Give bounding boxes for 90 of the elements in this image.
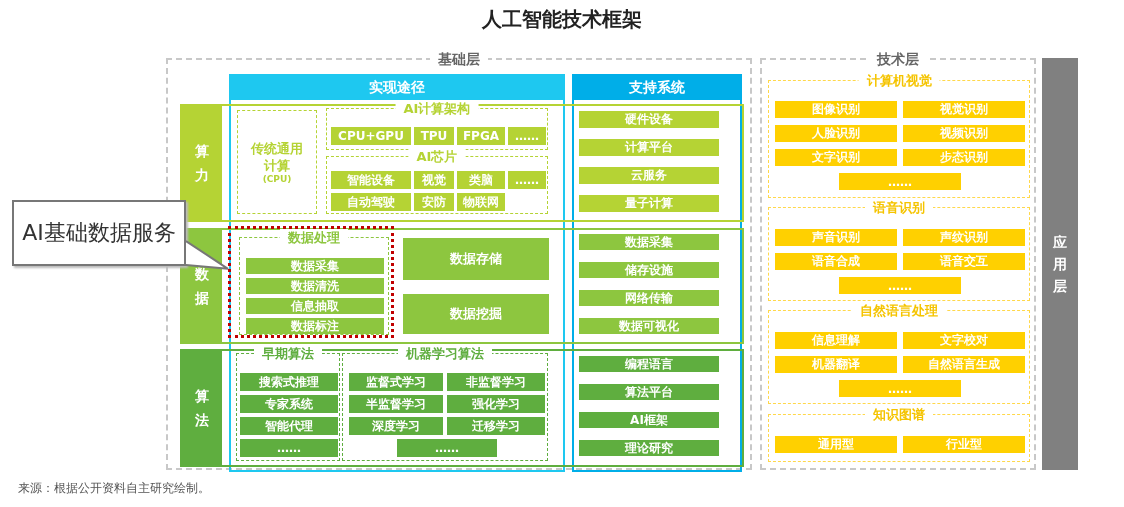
- item-box: 非监督学习: [447, 373, 545, 391]
- group-title: AI芯片: [408, 148, 466, 166]
- item-box: 语音交互: [903, 253, 1025, 270]
- item-box: 文字校对: [903, 332, 1025, 349]
- item-box: ……: [240, 439, 338, 457]
- item-box: 专家系统: [240, 395, 338, 413]
- item-box: 理论研究: [579, 440, 719, 456]
- item-box: CPU+GPU: [331, 127, 411, 145]
- item-box: 数据可视化: [579, 318, 719, 334]
- item-box: 量子计算: [579, 195, 719, 212]
- item-box: ……: [508, 127, 546, 145]
- item-box: 数据采集: [246, 258, 384, 274]
- group-title: 机器学习算法: [398, 345, 492, 363]
- diagram-title: 人工智能技术框架: [481, 6, 643, 33]
- item-box: 机器翻译: [775, 356, 897, 373]
- item-box: 图像识别: [775, 101, 897, 118]
- item-box: 文字识别: [775, 149, 897, 166]
- item-box: 储存设施: [579, 262, 719, 278]
- item-box: 网络传输: [579, 290, 719, 306]
- row-band-frame: [180, 104, 744, 222]
- item-box: 视频识别: [903, 125, 1025, 142]
- item-box: 监督式学习: [349, 373, 443, 391]
- item-box: 编程语言: [579, 356, 719, 372]
- item-box: 数据清洗: [246, 278, 384, 294]
- layer-title: 基础层: [430, 51, 488, 69]
- item-box: 数据采集: [579, 234, 719, 250]
- column-header: 实现途径: [231, 76, 563, 100]
- item-box: AI框架: [579, 412, 719, 428]
- source-note: 来源：根据公开资料自主研究绘制。: [18, 480, 210, 497]
- group-note: (CPU): [262, 174, 292, 184]
- item-box: 数据标注: [246, 318, 384, 334]
- item-box: 信息抽取: [246, 298, 384, 314]
- item-box: 搜索式推理: [240, 373, 338, 391]
- item-box: 行业型: [903, 436, 1025, 453]
- group-title: 早期算法: [254, 345, 322, 363]
- item-box: 算法平台: [579, 384, 719, 400]
- dashed-group-frame: [237, 110, 317, 214]
- item-box: 智能设备: [331, 171, 411, 189]
- item-box: 迁移学习: [447, 417, 545, 435]
- item-box: 数据存储: [403, 238, 549, 280]
- item-box: 数据挖掘: [403, 294, 549, 334]
- item-box: 计算平台: [579, 139, 719, 156]
- item-box: 自然语言生成: [903, 356, 1025, 373]
- group-title: 语音识别: [865, 199, 933, 217]
- item-box: ……: [839, 173, 961, 190]
- item-box: 深度学习: [349, 417, 443, 435]
- group-title: 自然语言处理: [852, 302, 946, 320]
- item-box: 通用型: [775, 436, 897, 453]
- layer-bar: 应用层: [1042, 58, 1078, 470]
- item-box: 安防: [414, 193, 454, 211]
- group-title: 数据处理: [280, 229, 348, 247]
- group-title: 计算机视觉: [858, 72, 940, 90]
- item-box: 云服务: [579, 167, 719, 184]
- item-box: FPGA: [457, 127, 505, 145]
- item-box: 人脸识别: [775, 125, 897, 142]
- row-label: 算法: [182, 351, 222, 465]
- item-box: 半监督学习: [349, 395, 443, 413]
- item-box: 步态识别: [903, 149, 1025, 166]
- item-box: TPU: [414, 127, 454, 145]
- node-label: 迁移学习: [472, 418, 520, 433]
- item-box: 语音合成: [775, 253, 897, 270]
- item-box: 类脑: [457, 171, 505, 189]
- column-frame: [572, 74, 742, 472]
- item-box: ……: [508, 171, 546, 189]
- row-label: 算力: [182, 106, 222, 220]
- node-label: 非监督学习: [466, 374, 526, 389]
- item-box: 物联网: [457, 193, 505, 211]
- group-title: 知识图谱: [865, 406, 933, 424]
- item-box: 强化学习: [447, 395, 545, 413]
- item-box: 硬件设备: [579, 111, 719, 128]
- column-header: 支持系统: [574, 76, 740, 100]
- group-title: AI计算架构: [395, 100, 479, 118]
- item-box: ……: [839, 277, 961, 294]
- node-label: 强化学习: [472, 396, 520, 411]
- item-box: ……: [839, 380, 961, 397]
- column-frame: [229, 74, 565, 472]
- item-box: 视觉识别: [903, 101, 1025, 118]
- item-box: 智能代理: [240, 417, 338, 435]
- item-box: 声纹识别: [903, 229, 1025, 246]
- item-box: 自动驾驶: [331, 193, 411, 211]
- item-box: 声音识别: [775, 229, 897, 246]
- group-label: 传统通用计算: [250, 140, 304, 174]
- row-band-frame: [180, 349, 744, 467]
- layer-title: 技术层: [869, 51, 927, 69]
- callout-pointer: [185, 240, 229, 270]
- item-box: 视觉: [414, 171, 454, 189]
- item-box: ……: [397, 439, 497, 457]
- item-box: 信息理解: [775, 332, 897, 349]
- callout-box: AI基础数据服务: [12, 200, 186, 266]
- highlight-frame: [228, 226, 394, 338]
